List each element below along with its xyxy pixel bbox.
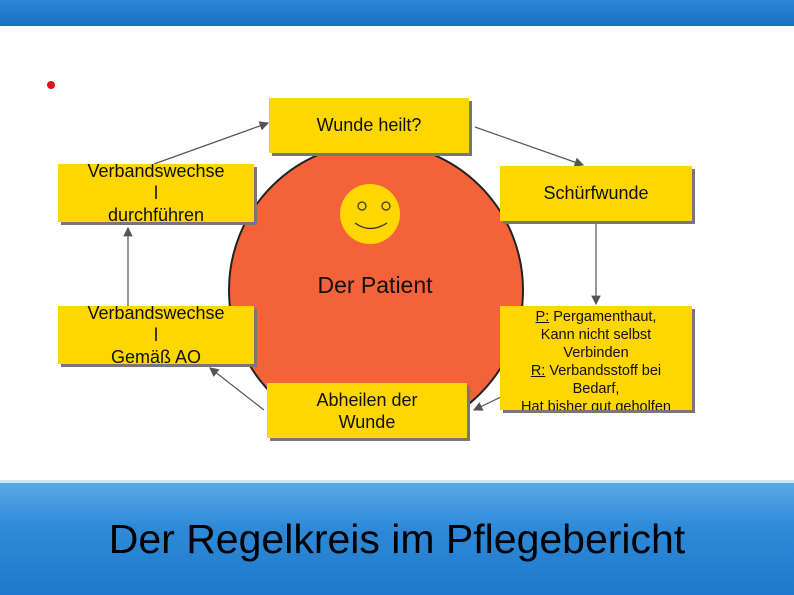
box-abrasion-label: Schürfwunde (543, 183, 649, 203)
box-dressing-change-perform: Verbandswechse l durchführen (58, 164, 254, 222)
patient-label: Der Patient (317, 272, 433, 298)
resource-text: Verbandsstoff bei (545, 363, 662, 379)
box-abrasion: Schürfwunde (500, 166, 692, 221)
box-goal-line1: Abheilen der (316, 389, 418, 410)
box-dressing-perform-line1: Verbandswechse (87, 164, 225, 181)
box-dressing-change-order: Verbandswechse l Gemäß AO (58, 306, 254, 364)
box-pr-line5: Bedarf, (572, 381, 620, 397)
box-wound-heals: Wunde heilt? (269, 98, 469, 153)
problem-text: Pergamenthaut, (549, 309, 657, 325)
bullet-icon (47, 81, 55, 89)
top-bar (0, 0, 794, 26)
arrow-bottom-to-leftbox (209, 367, 265, 411)
arrow-left-to-top (153, 121, 270, 165)
box-dressing-perform-line2: l (154, 183, 158, 203)
slide-title: Der Regelkreis im Pflegebericht (108, 516, 686, 562)
box-goal-line2: Wunde (338, 411, 396, 432)
box-pr-line6: Hat bisher gut geholfen (521, 399, 671, 410)
box-dressing-order-line3: Gemäß AO (110, 347, 202, 364)
arrow-top-to-right (474, 126, 585, 167)
resource-label: R: (530, 363, 546, 379)
title-band (0, 480, 794, 595)
box-problems-resources: P: Pergamenthaut, Kann nicht selbst Verb… (500, 306, 692, 410)
box-pr-line1: P: Pergamenthaut, (521, 308, 671, 326)
box-dressing-order-line2: l (154, 325, 158, 345)
box-dressing-order-line1: Verbandswechse (87, 306, 225, 323)
box-dressing-perform-line3: durchführen (107, 205, 205, 222)
problem-label: P: (535, 309, 550, 325)
box-pr-line3: Verbinden (563, 345, 629, 361)
box-pr-line4: R: Verbandsstoff bei (521, 362, 671, 380)
box-pr-line2: Kann nicht selbst (540, 327, 652, 343)
box-wound-healing-goal: Abheilen der Wunde (267, 383, 467, 438)
box-wound-heals-label: Wunde heilt? (316, 115, 422, 135)
smiley-face-icon (340, 184, 400, 244)
